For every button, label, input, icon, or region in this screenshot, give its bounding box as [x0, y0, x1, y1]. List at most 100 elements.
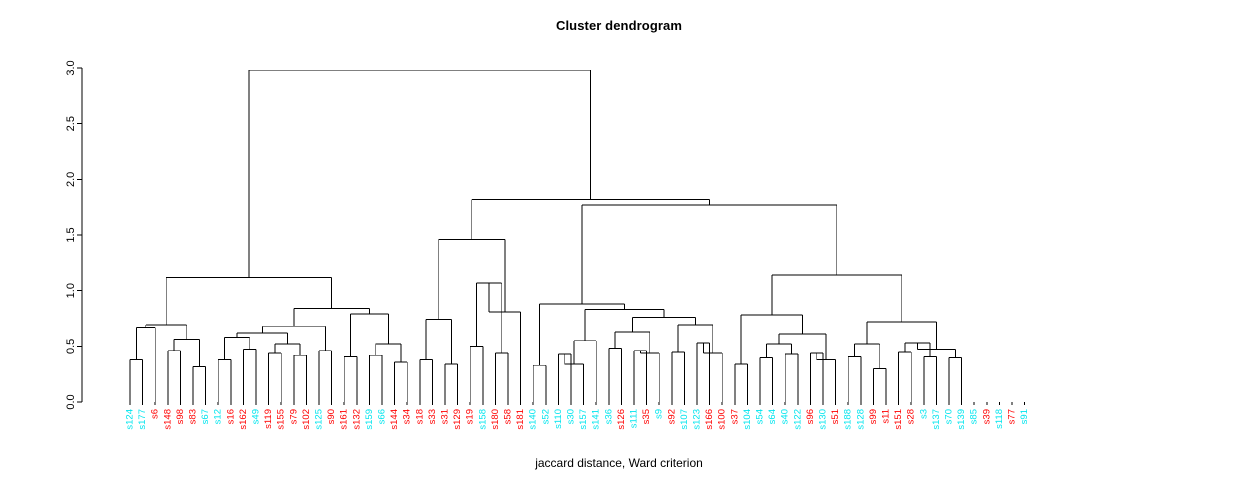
dendrogram-merge [898, 351, 912, 402]
dendrogram-merge [224, 336, 251, 360]
leaf-label: s159 [364, 409, 375, 430]
dendrogram-merge [469, 345, 484, 402]
leaf-label: s166 [704, 409, 715, 430]
dendrogram-merge [217, 359, 232, 402]
leaf-label: s91 [1019, 409, 1030, 424]
leaf-label: s180 [490, 409, 501, 430]
dendrogram-merge [784, 353, 799, 402]
leaf-label: s118 [994, 409, 1005, 429]
leaf-label: s148 [162, 409, 173, 430]
leaf-label: s125 [314, 409, 325, 430]
dendrogram-branches [129, 69, 963, 402]
leaf-label: s124 [125, 409, 136, 430]
leaf-label: s126 [616, 409, 627, 430]
y-axis: 3.02.52.01.51.00.50.0 [65, 60, 83, 410]
dendrogram-merge [671, 351, 685, 402]
dendrogram-merge [539, 303, 625, 366]
leaf-label: s83 [188, 409, 199, 424]
y-axis-tick-label: 3.0 [65, 60, 77, 75]
y-axis-tick-label: 0.5 [65, 339, 77, 354]
leaf-label: s51 [830, 409, 841, 424]
dendrogram-merge [584, 309, 665, 341]
leaf-label: s28 [906, 409, 917, 424]
leaf-label: s119 [263, 409, 274, 429]
dendrogram-merge [192, 365, 207, 402]
leaf-label: s123 [692, 409, 703, 430]
leaf-label: s79 [288, 409, 299, 424]
leaf-label: s34 [402, 409, 413, 424]
leaf-label: s99 [868, 409, 879, 424]
dendrogram-merge [343, 355, 358, 402]
dendrogram-merge [608, 348, 622, 402]
leaf-label: s92 [666, 409, 677, 424]
leaf-label: s33 [427, 409, 438, 424]
leaf-label: s162 [238, 409, 249, 430]
dendrogram-merge [438, 239, 506, 320]
dendrogram-merge [866, 321, 937, 350]
leaf-label: s161 [339, 409, 350, 430]
dendrogram-merge [494, 352, 509, 402]
dendrogram-merge [165, 276, 333, 326]
leaf-label: s100 [717, 409, 728, 430]
dendrogram-merge [948, 357, 963, 402]
dendrogram-merge [923, 355, 937, 402]
dendrogram-merge [129, 359, 144, 402]
leaf-label: s66 [377, 409, 388, 424]
y-axis-tick-label: 1.0 [65, 283, 77, 298]
leaf-label: s16 [225, 409, 236, 424]
dendrogram-merge [368, 354, 383, 402]
dendrogram-merge [135, 326, 156, 402]
dendrogram-merge [573, 340, 597, 402]
dendrogram-merge [274, 343, 301, 356]
leaf-label: s132 [351, 409, 362, 430]
dendrogram-merge [268, 352, 282, 402]
dendrogram-merge [261, 325, 326, 351]
leaf-label: s31 [440, 409, 451, 424]
dendrogram-merge [778, 333, 827, 360]
dendrogram-merge [532, 364, 547, 402]
dendrogram-merge [614, 331, 651, 354]
dendrogram-merge [631, 316, 696, 332]
leaf-label: s98 [175, 409, 186, 424]
y-axis-tick-label: 2.0 [65, 172, 77, 187]
leaf-label: s177 [137, 409, 148, 430]
dendrogram-merge [236, 332, 288, 345]
leaf-label: s9 [654, 409, 665, 419]
leaf-label: s129 [452, 409, 463, 430]
dendrogram-merge [173, 339, 200, 367]
leaf-label: s144 [389, 409, 400, 430]
leaf-label: s158 [477, 409, 488, 430]
leaf-label: s137 [931, 409, 942, 430]
leaf-label: s181 [515, 409, 526, 430]
leaf-label: s130 [818, 409, 829, 430]
leaf-label: s111 [629, 409, 640, 428]
dendrogram-merge [759, 357, 774, 402]
dendrogram-merge [444, 363, 459, 402]
leaf-label: s107 [679, 409, 690, 430]
leaf-label: s36 [603, 409, 614, 424]
y-axis-tick-label: 2.5 [65, 116, 77, 131]
leaf-label: s39 [981, 409, 992, 424]
leaf-label: s155 [276, 409, 287, 430]
dendrogram-merge [633, 350, 648, 402]
leaf-label: s64 [767, 409, 778, 424]
dendrogram-merge [293, 354, 307, 402]
leaf-label: s151 [893, 409, 904, 430]
leaf-label: s11 [881, 409, 892, 424]
page-title: Cluster dendrogram [555, 18, 683, 33]
dendrogram-merge [765, 343, 792, 358]
dendrogram-merge [293, 308, 370, 327]
dendrogram-merge [816, 353, 837, 402]
dendrogram-merge [872, 368, 887, 402]
leaf-label: s102 [301, 409, 312, 430]
leaf-label: s157 [578, 409, 589, 430]
leaf-label: s122 [792, 409, 803, 430]
x-axis-label: jaccard distance, Ward criterion [535, 456, 703, 470]
dendrogram-merge [425, 319, 452, 365]
leaf-label: s40 [780, 409, 791, 424]
dendrogram-merge [639, 350, 660, 402]
dendrogram-merge [581, 204, 838, 305]
